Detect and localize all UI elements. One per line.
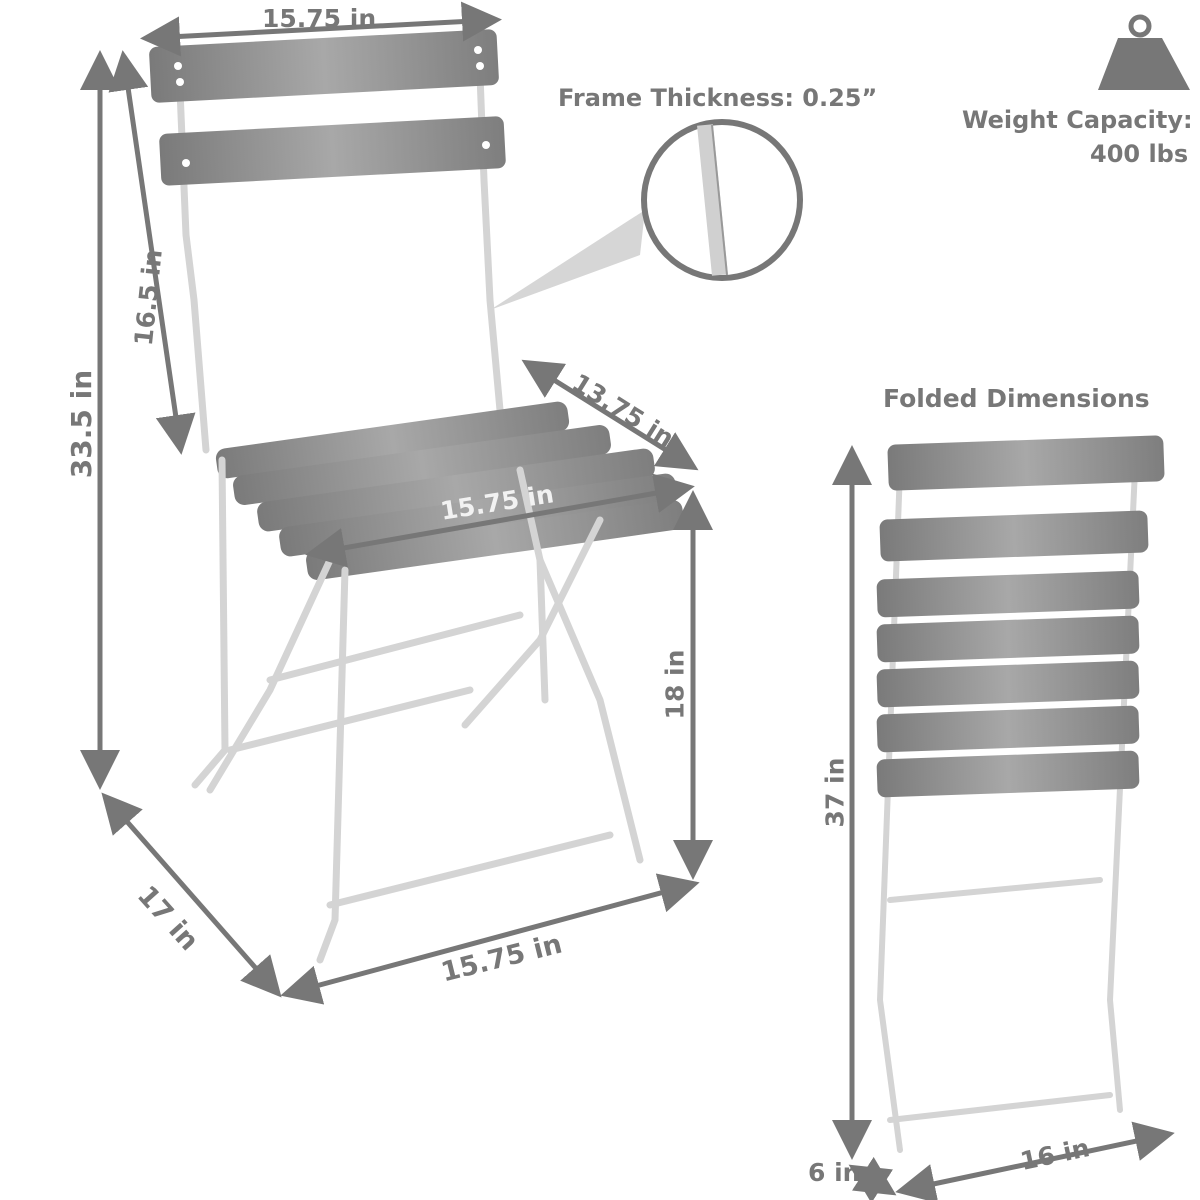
folded-depth-label: 6 in (808, 1158, 861, 1187)
frame-thickness-label: Frame Thickness: 0.25” (558, 84, 878, 112)
arrow-seat-width (305, 473, 695, 568)
seat-height-label: 18 in (660, 649, 690, 720)
arrow-base-width (280, 873, 700, 1005)
back-slat-top (149, 29, 499, 103)
chair-folded (876, 435, 1165, 1153)
weight-icon (1098, 14, 1190, 90)
back-width-label: 15.75 in (262, 4, 377, 33)
arrow-folded-depth (848, 1156, 897, 1200)
chair-seat (215, 401, 684, 581)
folded-height-label: 37 in (820, 757, 850, 828)
folded-dimensions-title: Folded Dimensions (883, 384, 1150, 413)
total-height-label: 33.5 in (65, 369, 99, 479)
frame-thickness-callout (490, 119, 803, 310)
chair-back-slats (149, 29, 506, 186)
dimension-arrows (80, 1, 1175, 1200)
weight-capacity-value: 400 lbs (1090, 140, 1189, 168)
arrow-back-width (140, 1, 502, 57)
folded-slat (887, 435, 1165, 491)
arrow-back-height (108, 50, 196, 455)
arrow-folded-width (895, 1121, 1175, 1200)
back-slat-bottom (159, 116, 506, 186)
chair-unfolded (149, 29, 684, 964)
arrow-seat-depth (521, 359, 699, 471)
weight-capacity-label: Weight Capacity: (962, 106, 1193, 134)
arrow-base-depth (101, 792, 282, 998)
